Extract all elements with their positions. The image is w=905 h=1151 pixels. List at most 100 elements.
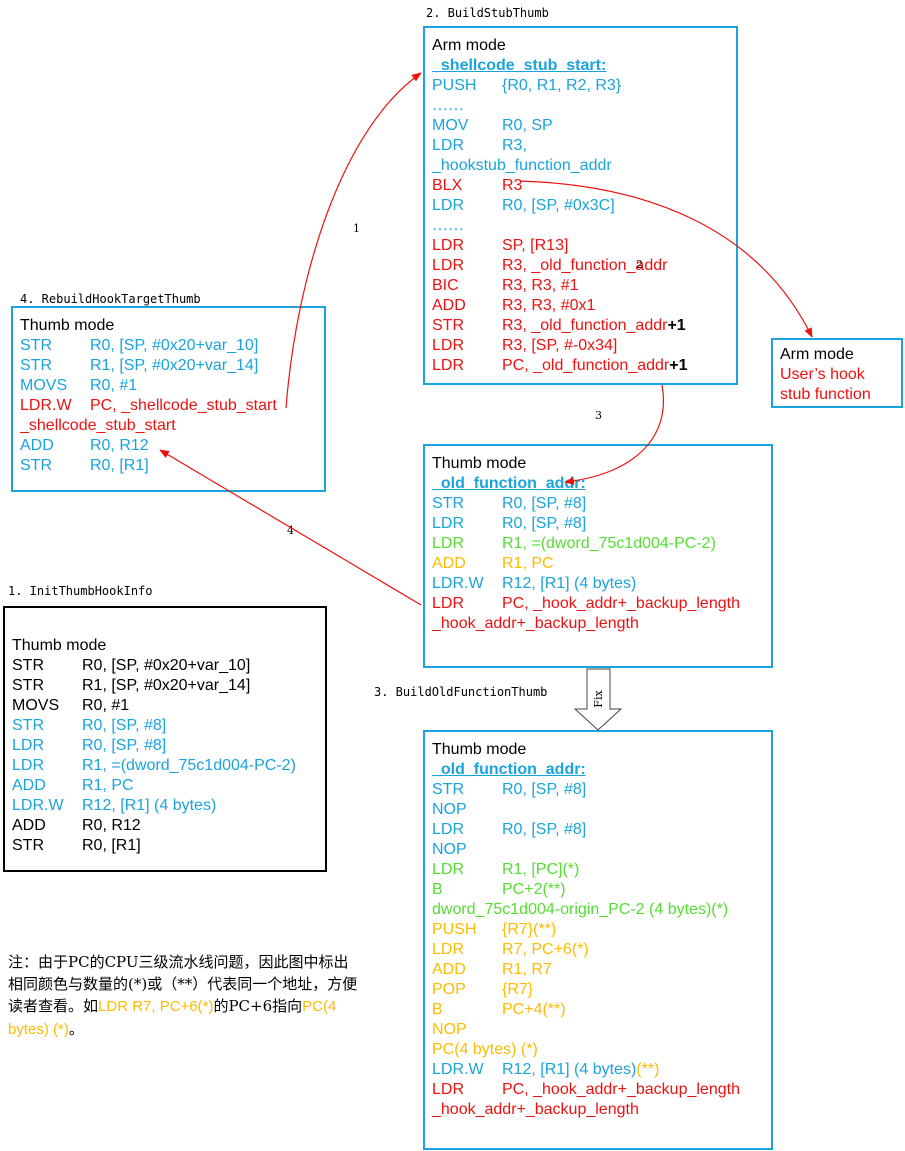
operands: R0, [R1] [90, 457, 149, 474]
opcode: LDR [432, 357, 465, 374]
operands: PC, _old_function_addr [502, 357, 670, 374]
code-line: …… [432, 96, 736, 116]
opcode: B [432, 881, 443, 898]
pipeline-note: 注：由于PC的CPU三级流水线问题，因此图中标出相同颜色与数量的(*)或（**）… [8, 951, 358, 1041]
opcode: STR [12, 677, 44, 694]
line-text: Arm mode [780, 346, 854, 363]
line-text: Thumb mode [20, 317, 115, 334]
opcode: LDR [432, 257, 465, 274]
code-label: _shellcode_stub_start: [432, 56, 736, 76]
code-line: _shellcode_stub_start [20, 416, 324, 436]
opcode: ADD [432, 555, 466, 572]
mode-header: Thumb mode [432, 454, 771, 474]
fix-arrow [573, 668, 623, 731]
opcode: LDR [432, 1081, 465, 1098]
opcode: BLX [432, 177, 463, 194]
opcode: LDR [432, 941, 465, 958]
opcode: LDR [432, 337, 465, 354]
note-segment: LDR R7, PC+6(*) [98, 998, 214, 1015]
code-line: STR R0, [SP, #8] [12, 716, 325, 736]
operands: R3, R3, #1 [502, 277, 579, 294]
operands: R0, #1 [90, 377, 138, 394]
line-text: _old_function_addr: [432, 761, 586, 778]
opcode: BIC [432, 277, 459, 294]
operands: R3 [502, 177, 523, 194]
title-init-thumb-hook-info: 1. InitThumbHookInfo [8, 584, 153, 598]
operands: R0, [SP, #8] [502, 821, 587, 838]
opcode: POP [432, 981, 466, 998]
title-rebuild-hook-target-thumb: 4. RebuildHookTargetThumb [20, 292, 201, 306]
code-line: Arm mode [780, 345, 901, 365]
operands: R0, [SP, #8] [82, 717, 167, 734]
line-text: dword_75c1d004-origin_PC-2 (4 bytes)(*) [432, 901, 729, 918]
opcode: MOV [432, 117, 469, 134]
opcode: PUSH [432, 77, 477, 94]
operands: R0, [SP, #0x3C] [502, 197, 615, 214]
operands: R1, PC [502, 555, 554, 572]
operands: R0, [SP, #0x20+var_10] [90, 337, 259, 354]
title-build-stub-thumb: 2. BuildStubThumb [426, 6, 549, 20]
opcode: STR [20, 337, 52, 354]
arrow-label-2: 2 [636, 258, 643, 271]
code-line: PC(4 bytes) (*) [432, 1040, 771, 1060]
fix-label: Fix [592, 690, 605, 708]
mode-header: Thumb mode [12, 636, 325, 656]
code-line: stub function [780, 385, 901, 405]
opcode: MOVS [20, 377, 68, 394]
opcode: STR [432, 495, 464, 512]
operands: PC+4(**) [502, 1001, 566, 1018]
opcode: LDR [12, 737, 45, 754]
note-segment: 注：由于PC的CPU三级流水线问题，因此图中标出相同颜色与数量的(*)或（**）… [8, 953, 358, 1015]
note-segment: PC(4 bytes) (*) [8, 998, 337, 1038]
opcode: STR [12, 717, 44, 734]
opcode: ADD [12, 817, 46, 834]
opcode: LDR.W [432, 575, 484, 592]
code-line: User’s hook [780, 365, 901, 385]
opcode: LDR [432, 237, 465, 254]
opcode: LDR [432, 515, 465, 532]
operands: R1, [PC](*) [502, 861, 580, 878]
operands: R1, R7 [502, 961, 552, 978]
line-text: Thumb mode [432, 455, 527, 472]
code-line: PUSH{R7}(**) [432, 920, 771, 940]
code-label: _old_function_addr: [432, 760, 771, 780]
code-line: LDR R7, PC+6(*) [432, 940, 771, 960]
operands: R12, [R1] (4 bytes) [82, 797, 217, 814]
line-text: _old_function_addr: [432, 475, 586, 492]
opcode: LDR [432, 861, 465, 878]
operands: {R0, R1, R2, R3} [502, 77, 622, 94]
code-line: NOP [432, 1020, 771, 1040]
mode-header: Thumb mode [432, 740, 771, 760]
line-text: _hookstub_function_addr [432, 157, 612, 174]
code-line: PUSH {R0, R1, R2, R3} [432, 76, 736, 96]
line-text: User’s hook [780, 366, 865, 383]
note-segment: 。 [68, 1020, 84, 1038]
code-line [12, 616, 325, 636]
operands: R1, =(dword_75c1d004-PC-2) [82, 757, 296, 774]
operands: R7, PC+6(*) [502, 941, 589, 958]
opcode: MOVS [12, 697, 60, 714]
operands: {R7} [502, 981, 534, 998]
opcode: ADD [432, 297, 466, 314]
